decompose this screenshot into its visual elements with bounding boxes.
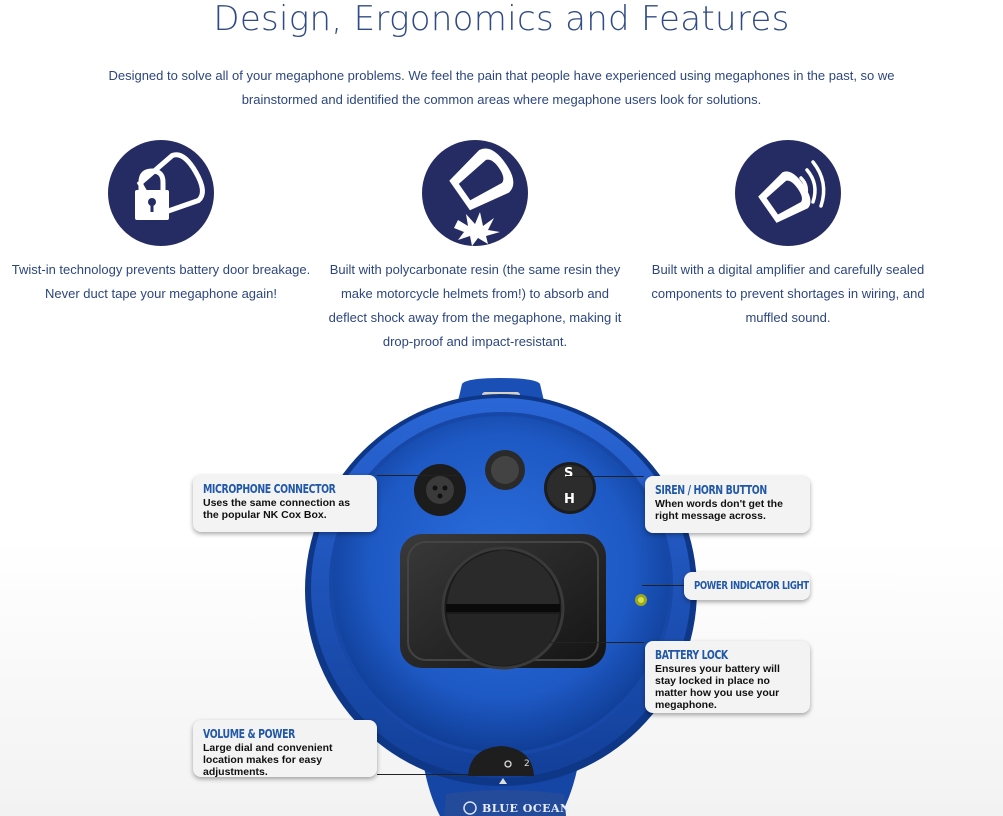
callout-heading: BATTERY LOCK [655, 648, 728, 662]
callout-heading: MICROPHONE CONNECTOR [203, 482, 336, 496]
megaphone-padlock-icon [108, 140, 214, 246]
callout-heading: POWER INDICATOR LIGHT [694, 579, 809, 592]
callout-text: Ensures your battery will stay locked in… [655, 663, 780, 711]
feature-digital-amplifier: Built with a digital amplifier and caref… [640, 140, 936, 330]
megaphone-sound-waves-icon [735, 140, 841, 246]
callout-text: When words don't get the right message a… [655, 498, 783, 522]
leader-line [377, 475, 457, 476]
siren-button-label-s[interactable]: S [564, 466, 574, 481]
page-title: Design, Ergonomics and Features [213, 0, 790, 39]
callout-text: Large dial and convenient location makes… [203, 742, 333, 778]
megaphone-impact-icon [422, 140, 528, 246]
brand-logo: BLUE OCEAN [482, 802, 571, 815]
feature-battery-door: Twist-in technology prevents battery doo… [10, 140, 312, 306]
feature-impact-resistant: Built with polycarbonate resin (the same… [325, 140, 625, 354]
callout-battery-lock: BATTERY LOCK Ensures your battery will s… [645, 641, 810, 713]
svg-text:2: 2 [524, 759, 530, 769]
horn-button-label-h[interactable]: H [564, 492, 575, 507]
callout-heading: SIREN / HORN BUTTON [655, 483, 767, 497]
callout-siren-horn-button: SIREN / HORN BUTTON When words don't get… [645, 476, 810, 533]
leader-line [377, 774, 472, 775]
feature-text: Built with polycarbonate resin (the same… [328, 262, 622, 349]
callout-volume-power: VOLUME & POWER Large dial and convenient… [193, 720, 377, 778]
megaphone-product-view: 2 S H BLUE OCEAN MICROPHONE CONNECTOR Us… [0, 378, 1003, 816]
leader-line [548, 642, 644, 643]
callout-power-indicator-light: POWER INDICATOR LIGHT [684, 572, 810, 600]
callout-microphone-connector: MICROPHONE CONNECTOR Uses the same conne… [193, 475, 377, 532]
feature-text: Twist-in technology prevents battery doo… [11, 262, 311, 301]
callout-heading: VOLUME & POWER [203, 727, 295, 741]
leader-line [566, 476, 644, 477]
leader-line [642, 585, 684, 586]
megaphone-illustration: 2 [305, 378, 697, 816]
callout-text: Uses the same connection as the popular … [203, 497, 351, 521]
feature-text: Built with a digital amplifier and caref… [651, 262, 925, 325]
intro-paragraph: Designed to solve all of your megaphone … [108, 68, 895, 107]
